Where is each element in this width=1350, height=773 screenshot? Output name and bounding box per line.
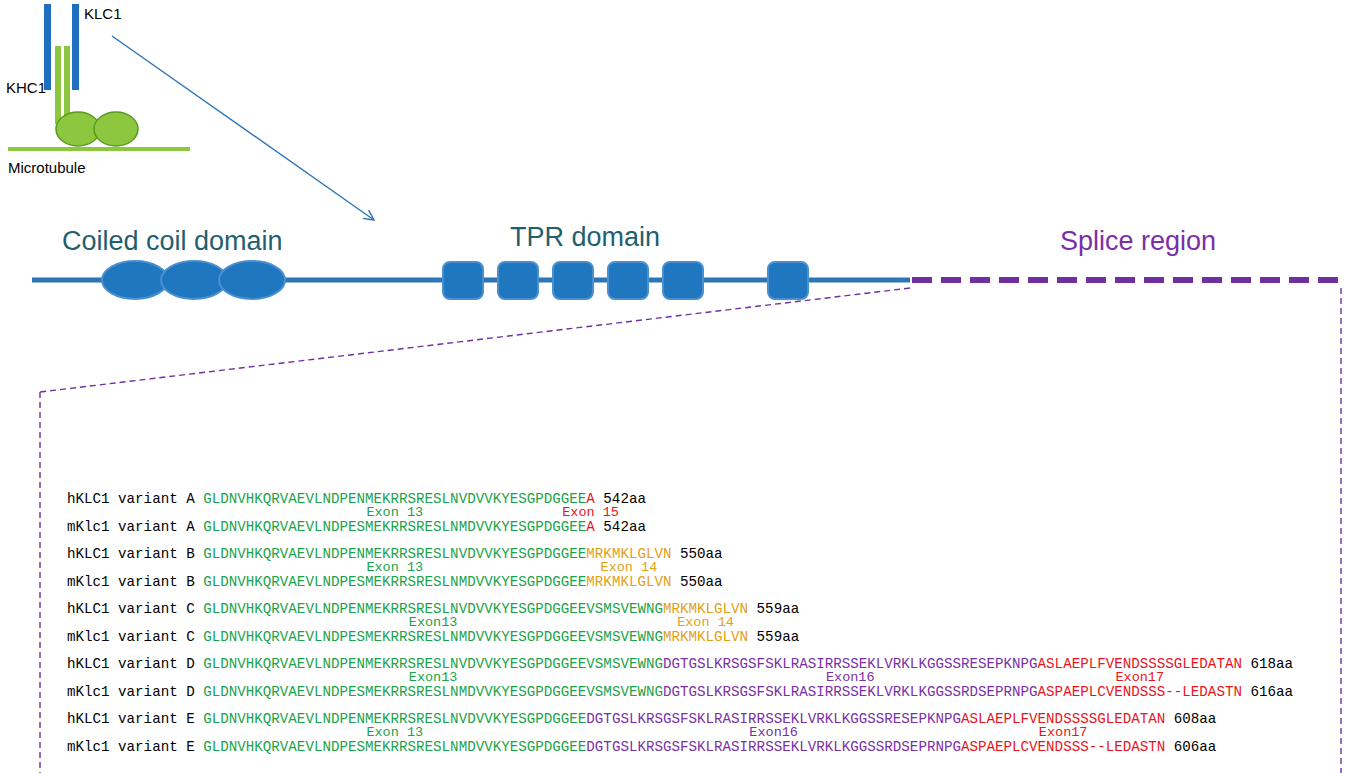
sequence-row: hKLC1 variant D GLDNVHKQRVAEVLNDPENMEKRRS… <box>67 657 1293 671</box>
sequence-row: hKLC1 variant B GLDNVHKQRVAEVLNDPENMEKRRS… <box>67 547 723 561</box>
sequence-segment: ASPAEPLCVENDSSS--LEDASTN <box>1038 684 1242 700</box>
sequence-segment: A <box>586 491 595 507</box>
variant-name: hKLC1 variant E <box>67 711 195 727</box>
zoom-line <box>39 392 40 773</box>
sequence-segment: MRKMKLGLVN <box>586 546 671 562</box>
sequence-row: hKLC1 variant A GLDNVHKQRVAEVLNDPENMEKRRS… <box>67 492 646 506</box>
variant-name: hKLC1 variant A <box>67 491 195 507</box>
length-label: 550aa <box>680 546 723 562</box>
sequence-segment: DGTGSLKRSGSFSKLRASIRRSSEKLVRKLKGGSSRDSEP… <box>586 739 961 755</box>
sequence-segment: GLDNVHKQRVAEVLNDPENMEKRRSRESLNVDVVKYESGP… <box>203 546 586 562</box>
pointer-arrow <box>112 36 374 220</box>
exon-label: Exon 14 <box>601 561 658 575</box>
coiled-coil-unit <box>102 261 168 299</box>
length-label: 542aa <box>603 519 646 535</box>
variant-name: mKlc1 variant E <box>67 739 195 755</box>
khc1-stalk <box>64 46 70 124</box>
protein-label: KLC1 <box>84 6 122 21</box>
sequence-row: hKLC1 variant E GLDNVHKQRVAEVLNDPENMEKRRS… <box>67 712 1216 726</box>
exon-label: Exon 13 <box>366 726 423 740</box>
klc1-chain <box>44 4 51 90</box>
length-label: 616aa <box>1250 684 1293 700</box>
length-label: 606aa <box>1174 739 1217 755</box>
splice-region-bar <box>912 277 1340 283</box>
sequence-segment: ASLAEPLFVENDSSSSGLEDATAN <box>961 711 1165 727</box>
sequence-segment: MRKMKLGLVN <box>663 601 748 617</box>
exon-label: Exon 13 <box>366 506 423 520</box>
sequence-segment: DGTGSLKRSGSFSKLRASIRRSSEKLVRKLKGGSSRESEP… <box>663 656 1038 672</box>
length-label: 618aa <box>1250 656 1293 672</box>
sequence-segment: DGTGSLKRSGSFSKLRASIRRSSEKLVRKLKGGSSRESEP… <box>586 711 961 727</box>
length-label: 559aa <box>757 629 800 645</box>
variant-name: mKlc1 variant A <box>67 519 195 535</box>
exon-label: Exon 14 <box>677 616 734 630</box>
variant-name: hKLC1 variant C <box>67 601 195 617</box>
zoom-line <box>40 288 910 392</box>
variant-name: hKLC1 variant B <box>67 546 195 562</box>
sequence-segment: A <box>586 519 595 535</box>
structure-label: Microtubule <box>8 160 86 175</box>
sequence-row: hKLC1 variant C GLDNVHKQRVAEVLNDPENMEKRRS… <box>67 602 799 616</box>
variant-name: mKlc1 variant B <box>67 574 195 590</box>
sequence-segment: MRKMKLGLVN <box>663 629 748 645</box>
exon-label: Exon17 <box>1039 726 1088 740</box>
sequence-segment: GLDNVHKQRVAEVLNDPENMEKRRSRESLNVDVVKYESGP… <box>203 601 663 617</box>
sequence-segment: ASLAEPLFVENDSSSSGLEDATAN <box>1038 656 1242 672</box>
exon-label: Exon16 <box>826 671 875 685</box>
domain-label: TPR domain <box>510 224 660 251</box>
sequence-segment: ASPAEPLCVENDSSS--LEDASTN <box>961 739 1165 755</box>
length-label: 608aa <box>1174 711 1217 727</box>
exon-label: Exon13 <box>409 671 458 685</box>
exon-label: Exon 13 <box>366 561 423 575</box>
sequence-row: mKlc1 variant E GLDNVHKQRVAEVLNDPESMEKRRS… <box>67 740 1216 754</box>
klc1-chain <box>72 4 79 90</box>
protein-label: KHC1 <box>6 80 46 95</box>
length-label: 559aa <box>757 601 800 617</box>
variant-name: mKlc1 variant D <box>67 684 195 700</box>
sequence-segment: GLDNVHKQRVAEVLNDPENMEKRRSRESLNVDVVKYESGP… <box>203 491 586 507</box>
domain-label: Splice region <box>1060 228 1216 255</box>
variant-name: mKlc1 variant C <box>67 629 195 645</box>
domain-label: Coiled coil domain <box>62 228 283 255</box>
exon-label: Exon16 <box>749 726 798 740</box>
sequence-row: mKlc1 variant A GLDNVHKQRVAEVLNDPESMEKRRS… <box>67 520 646 534</box>
zoom-line <box>1340 288 1341 773</box>
coiled-coil-unit <box>161 261 227 299</box>
sequence-segment: MRKMKLGLVN <box>586 574 671 590</box>
tpr-units <box>443 262 808 299</box>
sequence-segment: GLDNVHKQRVAEVLNDPESMEKRRSRESLNMDVVKYESGP… <box>203 739 586 755</box>
exon-label: Exon17 <box>1115 671 1164 685</box>
sequence-row: mKlc1 variant C GLDNVHKQRVAEVLNDPESMEKRRS… <box>67 630 799 644</box>
sequence-segment: GLDNVHKQRVAEVLNDPENMEKRRSRESLNVDVVKYESGP… <box>203 711 586 727</box>
sequence-row: mKlc1 variant B GLDNVHKQRVAEVLNDPESMEKRRS… <box>67 575 723 589</box>
sequence-segment: GLDNVHKQRVAEVLNDPESMEKRRSRESLNMDVVKYESGP… <box>203 519 586 535</box>
exon-label: Exon 15 <box>562 506 619 520</box>
length-label: 550aa <box>680 574 723 590</box>
microtubule-line <box>8 147 190 151</box>
exon-label: Exon13 <box>409 616 458 630</box>
variant-name: hKLC1 variant D <box>67 656 195 672</box>
length-label: 542aa <box>603 491 646 507</box>
motor-head <box>94 112 138 146</box>
sequence-segment: GLDNVHKQRVAEVLNDPESMEKRRSRESLNMDVVKYESGP… <box>203 629 663 645</box>
sequence-segment: GLDNVHKQRVAEVLNDPESMEKRRSRESLNMDVVKYESGP… <box>203 684 663 700</box>
sequence-row: mKlc1 variant D GLDNVHKQRVAEVLNDPESMEKRRS… <box>67 685 1293 699</box>
khc1-stalk <box>55 46 61 124</box>
sequence-segment: GLDNVHKQRVAEVLNDPESMEKRRSRESLNMDVVKYESGP… <box>203 574 586 590</box>
sequence-segment: DGTGSLKRSGSFSKLRASIRRSSEKLVRKLKGGSSRDSEP… <box>663 684 1038 700</box>
sequence-segment: GLDNVHKQRVAEVLNDPENMEKRRSRESLNVDVVKYESGP… <box>203 656 663 672</box>
coiled-coil-unit <box>219 261 285 299</box>
